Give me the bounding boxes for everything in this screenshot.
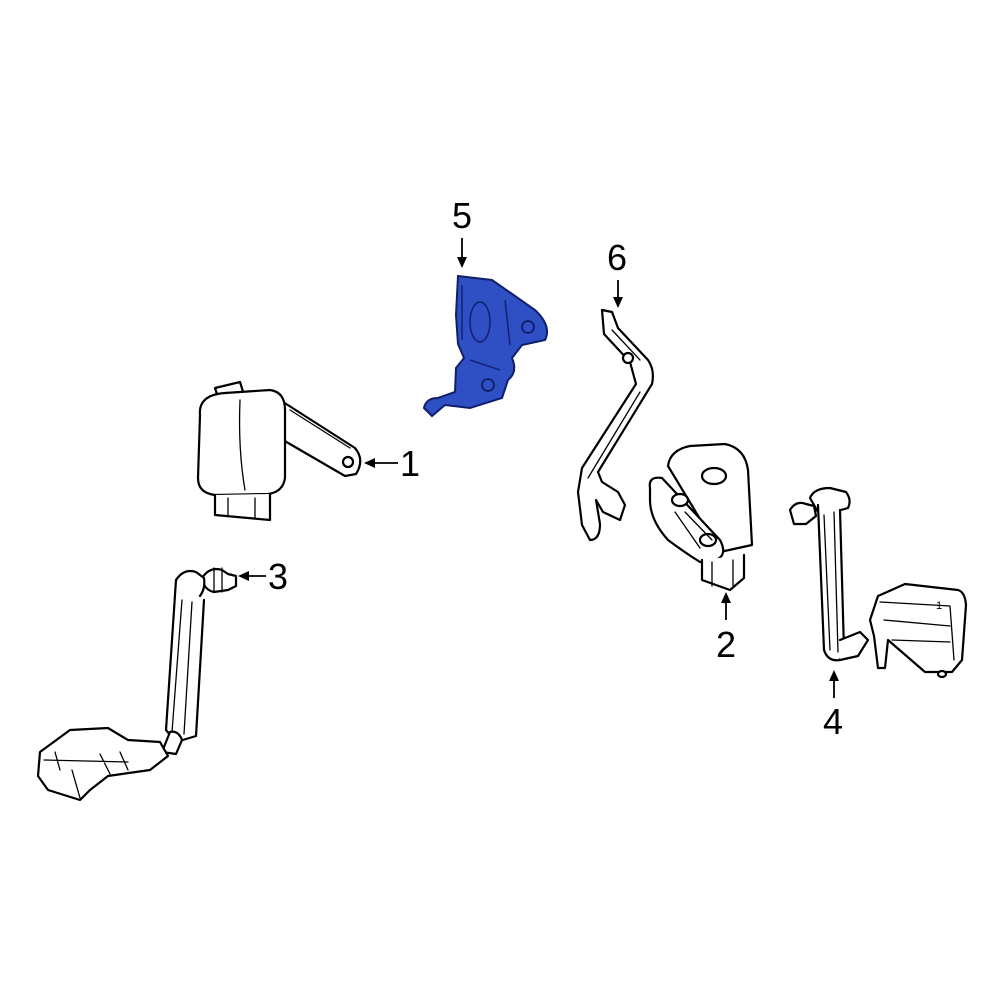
callout-1: 1 (364, 443, 420, 484)
part-3-link (36, 567, 238, 802)
part-6-bracket (576, 308, 654, 542)
callout-1-number: 1 (400, 443, 420, 484)
callout-4-number: 4 (823, 701, 843, 742)
part-1-level-sensor (196, 380, 362, 522)
part-marking-label: 1 (936, 600, 942, 612)
callout-4: 4 (823, 670, 843, 742)
callout-6: 6 (607, 237, 627, 308)
callout-5-number: 5 (452, 195, 472, 236)
callout-5: 5 (452, 195, 472, 268)
part-2-sensor (648, 442, 754, 592)
callout-6-number: 6 (607, 237, 627, 278)
callout-2-number: 2 (716, 624, 736, 665)
callout-3: 3 (238, 556, 288, 597)
part-5-bracket (422, 274, 548, 418)
callout-3-number: 3 (268, 556, 288, 597)
callout-2: 2 (716, 592, 736, 665)
part-4-link: 1 (788, 486, 968, 679)
